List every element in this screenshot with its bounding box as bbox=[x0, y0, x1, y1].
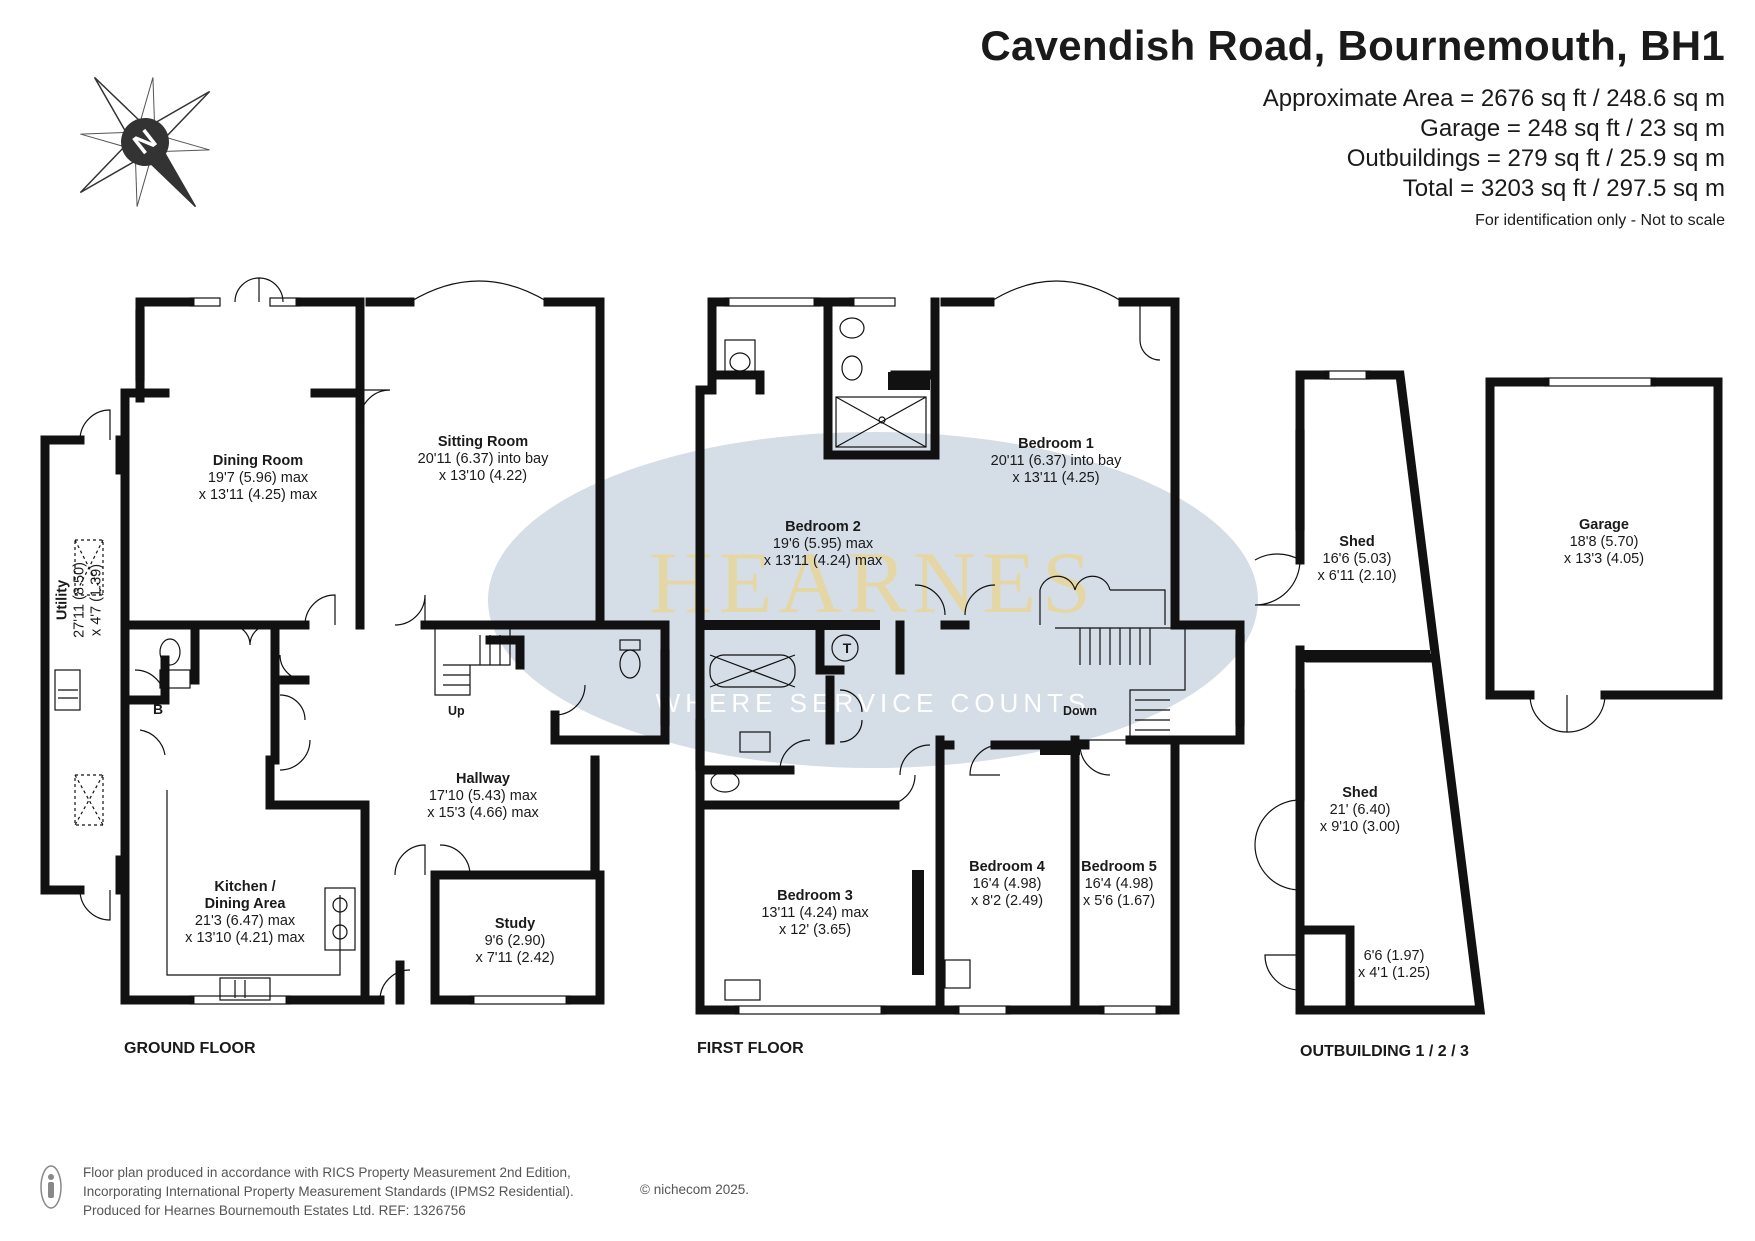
watermark-brand: HEARNES bbox=[649, 535, 1097, 632]
room-label-shed1: Shed 16'6 (5.03) x 6'11 (2.10) bbox=[1317, 534, 1397, 584]
outbuildings-label: OUTBUILDING 1 / 2 / 3 bbox=[1300, 1043, 1469, 1060]
room-label-bedroom1: Bedroom 1 20'11 (6.37) into bay x 13'11 … bbox=[990, 436, 1122, 486]
stairs-up-label: Up bbox=[448, 704, 465, 718]
scale-note: For identification only - Not to scale bbox=[1475, 212, 1725, 229]
person-icon bbox=[40, 1165, 62, 1209]
boiler-symbol: B bbox=[152, 701, 164, 717]
room-label-hallway: Hallway 17'10 (5.43) max x 15'3 (4.66) m… bbox=[427, 771, 539, 821]
walls bbox=[40, 297, 1723, 1015]
room-label-utility: Utility 27'11 (8.50) x 4'7 (1.39) bbox=[54, 562, 105, 638]
room-label-bedroom3: Bedroom 3 13'11 (4.24) max x 12' (3.65) bbox=[761, 888, 869, 938]
footer-line-1: Floor plan produced in accordance with R… bbox=[83, 1165, 571, 1180]
outbuildings-area: Outbuildings = 279 sq ft / 25.9 sq m bbox=[1346, 145, 1725, 172]
footer-notes: Floor plan produced in accordance with R… bbox=[83, 1163, 574, 1220]
stairs-down-label: Down bbox=[1063, 704, 1098, 718]
room-label-study: Study 9'6 (2.90) x 7'11 (2.42) bbox=[475, 916, 555, 966]
room-label-garage: Garage 18'8 (5.70) x 13'3 (4.05) bbox=[1563, 517, 1645, 567]
footer-line-2: Incorporating International Property Mea… bbox=[83, 1184, 574, 1199]
page-title: Cavendish Road, Bournemouth, BH1 bbox=[980, 22, 1725, 69]
tank-symbol: T bbox=[842, 640, 852, 656]
room-label-store: 6'6 (1.97) x 4'1 (1.25) bbox=[1357, 948, 1431, 981]
compass-icon: N bbox=[79, 76, 211, 208]
total-area: Total = 3203 sq ft / 297.5 sq m bbox=[1402, 175, 1725, 202]
solid-walls bbox=[700, 372, 1430, 975]
garage-area: Garage = 248 sq ft / 23 sq m bbox=[1420, 115, 1725, 142]
watermark-tagline: WHERE SERVICE COUNTS bbox=[656, 688, 1091, 718]
footer-line-3: Produced for Hearnes Bournemouth Estates… bbox=[83, 1203, 466, 1218]
room-label-kitchen: Kitchen / Dining Area 21'3 (6.47) max x … bbox=[185, 879, 305, 946]
footer-copyright: © nichecom 2025. bbox=[640, 1182, 750, 1197]
room-label-bedroom5: Bedroom 5 16'4 (4.98) x 5'6 (1.67) bbox=[1081, 859, 1157, 909]
fixtures bbox=[54, 277, 1656, 1015]
first-floor-label: FIRST FLOOR bbox=[697, 1040, 804, 1057]
approx-area: Approximate Area = 2676 sq ft / 248.6 sq… bbox=[1262, 85, 1725, 112]
watermark: HEARNES WHERE SERVICE COUNTS bbox=[488, 432, 1258, 768]
room-label-sitting: Sitting Room 20'11 (6.37) into bay x 13'… bbox=[417, 434, 549, 484]
room-label-dining: Dining Room 19'7 (5.96) max x 13'11 (4.2… bbox=[198, 453, 318, 503]
room-label-bedroom2: Bedroom 2 19'6 (5.95) max x 13'11 (4.24)… bbox=[763, 519, 883, 569]
room-label-shed2: Shed 21' (6.40) x 9'10 (3.00) bbox=[1319, 785, 1401, 835]
room-label-bedroom4: Bedroom 4 16'4 (4.98) x 8'2 (2.49) bbox=[969, 859, 1045, 909]
ground-floor-label: GROUND FLOOR bbox=[124, 1040, 256, 1057]
